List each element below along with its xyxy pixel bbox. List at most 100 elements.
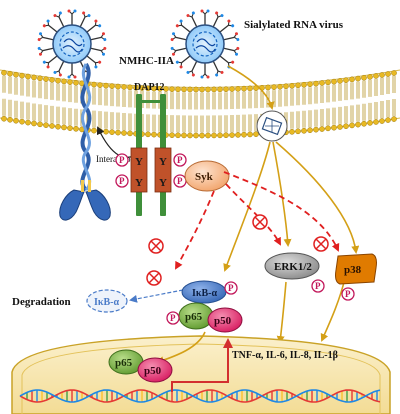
lipid: [109, 83, 115, 107]
lipid: [253, 85, 259, 109]
itam-tyrosine-4: Y: [159, 177, 167, 189]
dap12-label: DAP12: [134, 82, 165, 93]
degradation-arrow: [129, 289, 184, 303]
lipid: [349, 76, 355, 100]
lipid: [247, 114, 253, 138]
lipid: [379, 101, 385, 124]
p50-nuclear-label: p50: [144, 365, 162, 377]
lipid: [223, 86, 229, 110]
lipid: [55, 77, 61, 101]
dna-strand: [19, 389, 381, 403]
lipid: [73, 108, 79, 132]
lipid: [1, 69, 7, 93]
lipid: [37, 104, 43, 128]
p38-node: [335, 253, 377, 285]
lipid: [181, 86, 187, 110]
lipid: [343, 106, 349, 130]
lipid: [25, 73, 31, 97]
svg-text:P: P: [177, 176, 183, 186]
virus-label: Sialylated RNA virus: [244, 19, 344, 31]
lipid: [211, 115, 217, 139]
lipid: [307, 110, 313, 134]
erk-node: [264, 252, 320, 280]
itam-tyrosine-3: Y: [159, 156, 167, 168]
phospho-badge: P: [173, 174, 187, 188]
lipid: [103, 111, 109, 135]
lipid: [205, 115, 211, 139]
lipid: [145, 85, 151, 109]
lipid: [31, 74, 37, 98]
lipid: [31, 103, 37, 127]
virus-particle-right: [169, 8, 241, 80]
nmhc-iia-label: NMHC-IIA: [119, 55, 174, 67]
lipid: [301, 110, 307, 134]
lipid: [115, 112, 121, 136]
membrane-outer-leaflet: [1, 69, 397, 110]
lipid: [241, 85, 247, 109]
lipid: [349, 105, 355, 129]
lipid: [49, 105, 55, 129]
lipid: [169, 115, 175, 139]
p50-subunit: [207, 307, 243, 333]
degradation-label: Degradation: [12, 296, 71, 308]
degraded-ikb-label: IκB-α: [94, 297, 119, 308]
lipid: [97, 111, 103, 134]
lipid: [13, 71, 19, 95]
lipid: [175, 86, 181, 110]
lipid: [283, 83, 289, 107]
lipid: [391, 99, 397, 122]
lipid: [229, 115, 235, 138]
virus-spike: [66, 8, 78, 27]
virus-spike: [199, 8, 211, 27]
blocked-symbol: [146, 270, 162, 286]
lipid: [13, 100, 19, 124]
svg-text:P: P: [170, 313, 176, 323]
lipid: [325, 108, 331, 132]
p38-label: p38: [344, 264, 362, 276]
blocked-symbol: [252, 214, 268, 230]
lipid: [91, 110, 97, 134]
lipid: [247, 85, 253, 109]
lipid: [19, 101, 25, 125]
lipid: [97, 82, 103, 106]
lipid: [121, 112, 127, 136]
svg-text:P: P: [315, 281, 321, 291]
lipid: [181, 115, 187, 139]
lipid: [187, 115, 193, 139]
lipid: [223, 115, 229, 139]
lipid: [229, 86, 235, 110]
lipid: [7, 99, 13, 123]
lipid: [193, 115, 199, 139]
lipid: [331, 78, 337, 102]
nucleus-inner-membrane: [21, 343, 381, 414]
lipid: [337, 78, 343, 101]
lipid: [337, 106, 343, 130]
p65-nuclear-label: p65: [115, 357, 133, 369]
svg-text:P: P: [119, 176, 125, 186]
p65-label: p65: [185, 311, 203, 323]
lipid: [307, 81, 313, 105]
phospho-badge: P: [341, 287, 355, 301]
itam-tyrosine-1: Y: [135, 156, 143, 168]
lipid: [43, 76, 49, 100]
syk-kinase: [184, 160, 230, 192]
lipid: [127, 113, 133, 137]
lipid: [385, 100, 391, 123]
lipid: [289, 111, 295, 135]
nmhc-iia-receptor: [59, 62, 111, 221]
svg-text:P: P: [119, 155, 125, 165]
lipid: [355, 104, 361, 128]
lipid: [175, 115, 181, 139]
membrane-inner-leaflet: [1, 98, 397, 139]
lipid: [73, 79, 79, 103]
lipid: [1, 98, 7, 122]
lipid: [7, 70, 13, 94]
phospho-badge: P: [166, 311, 180, 325]
lipid: [325, 79, 331, 103]
p50-label: p50: [214, 315, 232, 327]
p50-nuclear: [137, 357, 173, 383]
transcription-arrowhead: [223, 338, 233, 348]
lipid: [211, 86, 217, 110]
endosome-virus: [256, 110, 288, 142]
